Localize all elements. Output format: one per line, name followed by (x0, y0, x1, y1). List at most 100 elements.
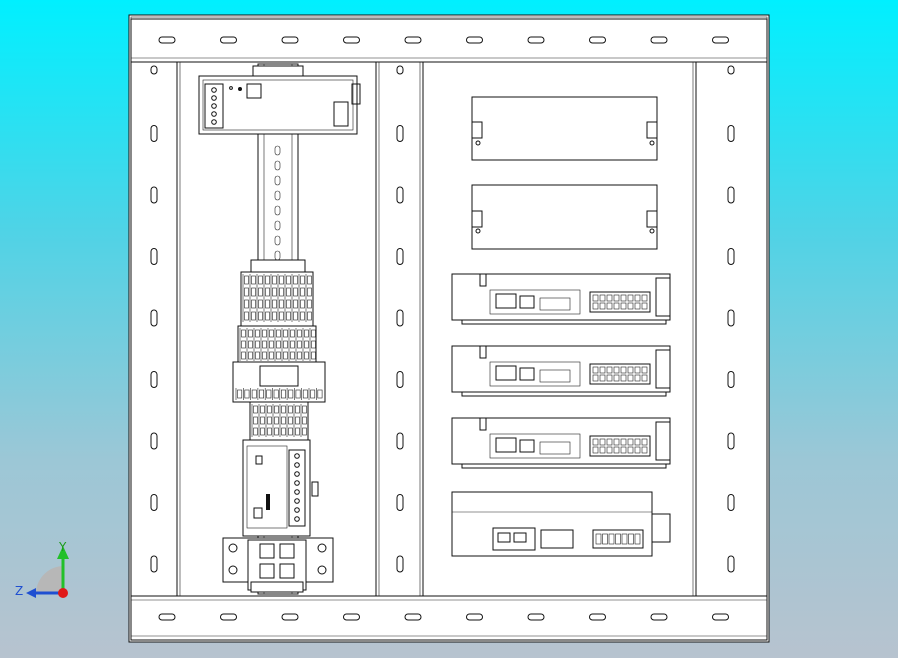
drive-terminal (627, 438, 634, 446)
terminal-block-group-3[interactable] (249, 401, 309, 441)
drive-terminal (606, 438, 613, 446)
terminal-screw (290, 351, 295, 360)
drive-terminal (592, 366, 599, 374)
drive-terminal (592, 294, 599, 302)
terminal-screw (258, 311, 263, 321)
drive-terminal (613, 294, 620, 302)
terminal-screw (286, 275, 291, 285)
terminal-screw (251, 299, 256, 309)
terminal-screw (265, 299, 270, 309)
drive-terminal (634, 366, 641, 374)
upright-slot (396, 371, 404, 388)
terminal-screw (304, 329, 309, 338)
terminal-screw (302, 389, 308, 399)
terminal-screw (295, 405, 300, 414)
terminal-screw (307, 299, 312, 309)
servo-drive-1[interactable] (451, 273, 671, 325)
terminal-screw (241, 351, 246, 360)
drive-terminal (634, 446, 641, 454)
drive-connector (539, 369, 571, 383)
din-rail-slot (274, 235, 281, 246)
terminal-screw (274, 416, 279, 425)
drive-terminal (627, 374, 634, 382)
terminal-screw (281, 416, 286, 425)
rail-slot (527, 36, 545, 44)
terminal-screw (267, 405, 272, 414)
blank-module-1[interactable] (471, 96, 658, 161)
drive-terminal (613, 446, 620, 454)
terminal-screw (262, 351, 267, 360)
terminal-screw (281, 427, 286, 436)
upright-slot (396, 555, 404, 573)
view-orientation-triad[interactable]: Y Z (15, 540, 69, 598)
terminal-screw (267, 416, 272, 425)
terminal-screw (260, 427, 265, 436)
upright-slots (150, 65, 735, 573)
y-axis-arrowhead (57, 546, 69, 559)
terminal-screw (283, 351, 288, 360)
drive-terminal (620, 446, 627, 454)
upright-slot (150, 248, 158, 265)
drive-connector (539, 297, 571, 311)
blank-module-2[interactable] (471, 184, 658, 250)
drive-terminal (641, 302, 648, 310)
upright-slot (150, 371, 158, 388)
servo-drive-large[interactable] (451, 491, 671, 557)
terminal-screw (293, 287, 298, 297)
controller-terminal (294, 471, 300, 477)
terminal-screw (295, 416, 300, 425)
controller-terminal (294, 489, 300, 495)
upright-slot (150, 309, 158, 327)
terminal-screw (290, 329, 295, 338)
terminal-screw (279, 287, 284, 297)
terminal-screw (258, 299, 263, 309)
drive-base (461, 319, 667, 325)
rail-slot (158, 36, 176, 44)
breaker-module-group[interactable] (222, 537, 334, 593)
upright-slot (727, 65, 735, 75)
drive-panel (489, 433, 581, 459)
drive-terminal (627, 302, 634, 310)
drive-side-plate (655, 421, 671, 461)
terminal-screw (248, 340, 253, 349)
terminal-screw (244, 389, 250, 399)
drive-port (495, 437, 517, 453)
upright-slot (150, 555, 158, 573)
terminal-screw (300, 299, 305, 309)
drive-terminal-strip (589, 363, 651, 385)
top-rail-slots (158, 36, 729, 44)
din-rail-slot (274, 160, 281, 171)
terminal-screw (279, 311, 284, 321)
drive-terminal (595, 533, 602, 545)
drive-terminal (634, 374, 641, 382)
drive-terminal (641, 374, 648, 382)
controller-module[interactable] (242, 439, 319, 537)
controller-terminal (294, 462, 300, 468)
rail-slot (650, 36, 668, 44)
servo-drive-3[interactable] (451, 417, 671, 469)
upright-slot (396, 65, 404, 75)
drive-terminal (602, 533, 608, 545)
servo-drive-2[interactable] (451, 345, 671, 397)
drive-terminal (592, 438, 599, 446)
drive-terminal (599, 294, 606, 302)
terminal-screw (269, 351, 274, 360)
terminal-screw (255, 329, 260, 338)
drive-terminal (620, 294, 627, 302)
drive-port (495, 293, 517, 309)
drive-side-plate (655, 277, 671, 317)
terminal-block-group-2[interactable] (237, 325, 317, 363)
terminal-block-group-1[interactable] (240, 259, 314, 327)
drive-terminal (599, 446, 606, 454)
relay-block-group[interactable] (232, 361, 326, 403)
rail-slot (650, 613, 668, 621)
controller-terminal (294, 516, 300, 522)
drive-terminal (628, 533, 634, 545)
upright-slot (727, 371, 735, 388)
drive-terminal (634, 533, 641, 545)
terminal-screw (304, 351, 309, 360)
terminal-screw (248, 329, 253, 338)
terminal-screw (269, 340, 274, 349)
power-supply-module[interactable] (198, 65, 361, 135)
